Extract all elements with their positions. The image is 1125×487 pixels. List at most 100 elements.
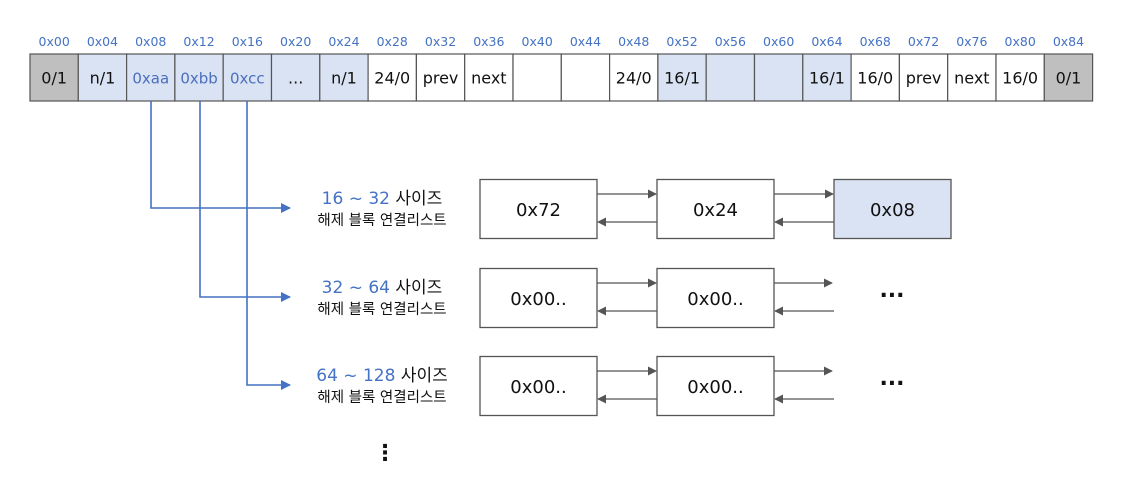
- heap-cell-box: [802, 53, 852, 102]
- address-label: 0x48: [618, 34, 649, 49]
- heap-cell: 0/1: [29, 53, 79, 102]
- heap-cell: [512, 53, 562, 102]
- heap-cell: 0xcc: [222, 53, 273, 102]
- heap-cell: 16/0: [995, 53, 1045, 102]
- address-label: 0x56: [715, 34, 746, 49]
- free-list-node-address: 0x00..: [687, 377, 743, 398]
- heap-cell-value: 24/0: [374, 69, 410, 88]
- heap-cell-box: [753, 53, 804, 102]
- free-list-subtitle: 해제 블록 연결리스트: [317, 212, 446, 229]
- heap-cell-value: prev: [906, 69, 942, 88]
- address-label: 0x08: [135, 34, 166, 49]
- heap-cell-value: n/1: [90, 69, 116, 88]
- free-list-node: 0x24: [656, 178, 775, 240]
- heap-cell: [560, 53, 611, 102]
- size-class-connectors: [150, 101, 291, 390]
- address-label: 0x04: [87, 34, 118, 49]
- heap-cell-box: [270, 53, 321, 102]
- address-label: 0x36: [473, 34, 504, 49]
- free-list-node-box: [656, 355, 775, 417]
- size-range-title: 16 ~ 32 사이즈: [322, 189, 443, 209]
- heap-cell: 16/1: [657, 53, 707, 102]
- free-list-node-address: 0x08: [870, 200, 915, 221]
- size-class-connector: [246, 101, 291, 390]
- size-word: 사이즈: [390, 278, 442, 298]
- heap-cell: next: [464, 53, 514, 102]
- list-continues-ellipsis: ...: [879, 278, 904, 303]
- address-label: 0x12: [183, 34, 214, 49]
- heap-cell-value: 0/1: [1056, 69, 1082, 88]
- address-label: 0x76: [956, 34, 987, 49]
- free-list-node: 0x00..: [656, 267, 775, 329]
- heap-cell: n/1: [319, 53, 369, 102]
- heap-cell-box: [415, 53, 466, 102]
- free-list-node-box: [479, 178, 598, 240]
- size-word: 사이즈: [395, 366, 447, 386]
- heap-cell-box: [319, 53, 369, 102]
- size-range-value: 64 ~ 128: [316, 366, 395, 386]
- address-label: 0x32: [425, 34, 456, 49]
- heap-cell: [705, 53, 756, 102]
- heap-cell-box: [560, 53, 611, 102]
- heap-cell: next: [947, 53, 997, 102]
- heap-cell-box: [850, 53, 900, 102]
- heap-cell: 24/0: [367, 53, 418, 102]
- heap-cell: 0/1: [1043, 53, 1094, 102]
- size-range-value: 32 ~ 64: [322, 278, 390, 298]
- heap-cell: prev: [898, 53, 949, 102]
- free-list-subtitle: 해제 블록 연결리스트: [317, 301, 446, 318]
- heap-cell-box: [705, 53, 756, 102]
- free-list-node-box: [833, 178, 952, 240]
- free-list-node-address: 0x72: [516, 200, 561, 221]
- address-label: 0x28: [377, 34, 408, 49]
- address-label: 0x80: [1005, 34, 1036, 49]
- free-list-node-box: [656, 267, 775, 329]
- list-continues-ellipsis: ...: [879, 366, 904, 391]
- free-list-node-address: 0x00..: [510, 289, 566, 310]
- free-list-node: 0x72: [479, 178, 598, 240]
- heap-cell: n/1: [77, 53, 128, 102]
- address-label: 0x20: [280, 34, 311, 49]
- free-list-subtitle: 해제 블록 연결리스트: [317, 389, 446, 406]
- free-list-node: 0x00..: [656, 355, 775, 417]
- heap-cell-value: next: [954, 69, 989, 88]
- free-list-node-address: 0x00..: [687, 289, 743, 310]
- address-label: 0x16: [232, 34, 263, 49]
- more-lists-indicator: ⋮: [374, 441, 396, 466]
- heap-cell-box: [1043, 53, 1094, 102]
- heap-cell-value: 0/1: [41, 69, 67, 88]
- heap-cell-box: [77, 53, 128, 102]
- heap-cell-value: 16/0: [857, 69, 893, 88]
- heap-cell-box: [29, 53, 79, 102]
- free-list-node-address: 0x00..: [510, 377, 566, 398]
- free-list-node-box: [479, 267, 598, 329]
- heap-cell-value: next: [471, 69, 506, 88]
- address-label: 0x72: [908, 34, 939, 49]
- heap-cell: 16/0: [850, 53, 900, 102]
- free-list-node: 0x08: [833, 178, 952, 240]
- size-class-connector: [199, 101, 291, 302]
- heap-cell-value: 16/0: [1002, 69, 1038, 88]
- address-label: 0x52: [666, 34, 697, 49]
- address-label: 0x68: [860, 34, 891, 49]
- heap-cell-value: prev: [423, 69, 459, 88]
- heap-cell-box: [464, 53, 514, 102]
- heap-cell-box: [367, 53, 418, 102]
- heap-cell: 0xaa: [125, 53, 176, 102]
- size-word: 사이즈: [390, 189, 442, 209]
- heap-cell: [753, 53, 804, 102]
- heap-cell-value: 24/0: [616, 69, 652, 88]
- size-range-value: 16 ~ 32: [322, 189, 390, 209]
- heap-cell-value: ...: [288, 69, 303, 88]
- heap-cell-value: 0xaa: [132, 70, 169, 88]
- address-label: 0x24: [328, 34, 359, 49]
- heap-cell-box: [657, 53, 707, 102]
- heap-cell-box: [512, 53, 562, 102]
- size-range-title: 32 ~ 64 사이즈: [322, 278, 443, 298]
- heap-cell-box: [995, 53, 1045, 102]
